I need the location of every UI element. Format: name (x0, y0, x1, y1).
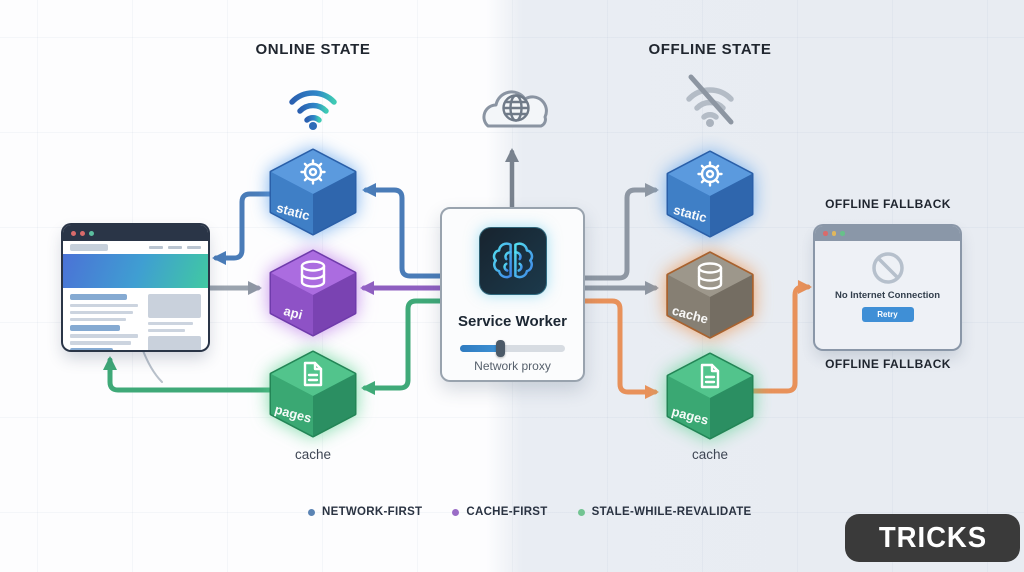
document-icon (303, 361, 323, 387)
service-worker-title: Service Worker (458, 313, 567, 330)
cube-label: api (282, 303, 304, 322)
arrow-sw-to-offline-static (580, 183, 659, 281)
wifi-icon (289, 90, 337, 130)
fallback-titlebar (815, 226, 960, 241)
blocked-circle-icon (871, 252, 904, 284)
traffic-dot-red (71, 230, 76, 236)
legend: NETWORK-FIRST CACHE-FIRST STALE-WHILE-RE… (308, 506, 752, 518)
cache-cube-pages: pages (269, 350, 357, 438)
document-icon (700, 363, 720, 389)
gear-icon (300, 159, 326, 185)
legend-dot-green (577, 508, 585, 516)
traffic-dot-green (89, 230, 94, 236)
image-placeholder (148, 335, 201, 350)
traffic-dot-green (840, 231, 845, 236)
arrow-sw-to-offline-pages (580, 298, 659, 399)
hero-banner (63, 254, 208, 288)
fallback-body: No Internet Connection Retry (815, 241, 960, 322)
no-connection-message: No Internet Connection (834, 290, 941, 301)
traffic-dot-red (823, 231, 828, 236)
database-icon (300, 260, 326, 288)
badge-label: TRICKS (878, 521, 987, 554)
cloud-globe-icon (482, 90, 548, 128)
url-bar (70, 244, 108, 251)
image-placeholder (148, 294, 201, 318)
retry-button[interactable]: Retry (861, 307, 914, 322)
offline-fallback-window: No Internet Connection Retry (815, 226, 960, 349)
legend-dot-purple (452, 508, 460, 516)
slider-fill (460, 345, 502, 352)
heading-placeholder (70, 348, 113, 350)
offline-fallback-title-top: OFFLINE FALLBACK (825, 197, 951, 211)
page-content (63, 288, 208, 350)
nav-links (149, 246, 201, 249)
slider-knob[interactable] (496, 340, 505, 357)
traffic-dot-red2 (80, 230, 85, 236)
brain-tile (479, 227, 547, 295)
browser-titlebar (63, 225, 208, 241)
database-icon (697, 262, 723, 290)
arrow-static-to-browser (212, 191, 279, 265)
cache-caption-online: cache (294, 447, 332, 462)
arrow-pages-to-fallback (747, 280, 812, 394)
cache-cube-api: api (269, 249, 357, 337)
wifi-off-icon (686, 74, 734, 127)
offline-fallback-title-bottom: OFFLINE FALLBACK (825, 357, 951, 371)
heading-placeholder (70, 294, 127, 300)
tricks-badge: TRICKS (845, 514, 1020, 562)
legend-dot-blue (308, 508, 315, 516)
offline-cube-static: static (666, 150, 754, 238)
traffic-dot-yellow (831, 231, 836, 236)
decorative-wire (141, 347, 163, 383)
legend-item-network-first: NETWORK-FIRST (308, 506, 422, 518)
arrow-sw-to-pages (361, 298, 445, 395)
offline-state-title: OFFLINE STATE (648, 41, 772, 58)
arrow-pages-to-browser (103, 356, 277, 393)
service-worker-card: Service Worker Network proxy (440, 207, 585, 382)
arrow-sw-to-static (362, 183, 445, 279)
brain-icon (492, 242, 534, 279)
gear-icon (697, 161, 723, 187)
online-state-title: ONLINE STATE (255, 41, 371, 58)
offline-cube-pages: pages (666, 352, 754, 440)
cache-caption-offline: cache (691, 447, 729, 462)
proxy-slider[interactable] (460, 340, 565, 357)
legend-item-swr: STALE-WHILE-REVALIDATE (577, 506, 752, 518)
browser-toolbar (63, 241, 208, 254)
heading-placeholder (70, 324, 120, 331)
offline-cube-cache: cache (666, 251, 754, 339)
cache-cube-static: static (269, 148, 357, 236)
browser-window (63, 225, 208, 350)
service-worker-subtitle: Network proxy (474, 359, 551, 373)
legend-item-cache-first: CACHE-FIRST (452, 506, 547, 518)
